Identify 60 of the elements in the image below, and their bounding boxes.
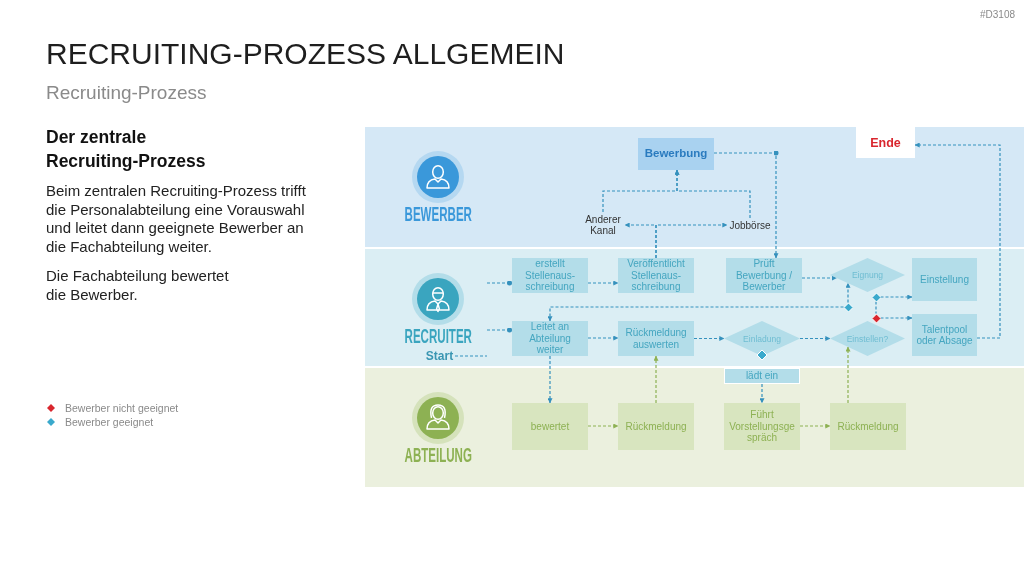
diamond-marker-icon [757,350,767,360]
arrow [879,315,913,321]
flow-tag: lädt ein [724,368,800,384]
flow-label: Anderer Kanal [581,212,625,238]
arrow [674,169,751,219]
diamond-marker-icon [871,313,881,323]
decision-diamond: Eignung [830,258,905,292]
end-box: Ende [856,127,915,158]
arrow [845,346,851,404]
decision-diamond: Einladung [724,321,800,356]
legend-label: Bewerber geeignet [65,416,154,428]
arrow [653,355,659,404]
subtitle: Recruiting-Prozess [46,82,207,104]
arrow [801,275,838,281]
decision-diamond: Einstellen? [830,321,905,356]
arrow [547,355,553,404]
body-text: Beim zentralen Recruiting-Prozess trifft die Personalabteilung eine Vorauswahl und leitet dann geeignete Bewerber an die Fachabteilung weiter. [46,182,307,257]
slide-title: RECRUITING-PROZESS ALLGEMEIN [46,36,565,72]
arrow [587,423,619,429]
arrow [655,222,728,259]
process-box: Einstellung [912,258,977,301]
swimlane [365,249,1024,366]
arrow [759,383,765,404]
arrow [799,336,831,341]
flow-label: Jobbörse [727,218,773,232]
arrow [799,423,831,429]
process-box: erstellt Stellenaus- schreibung [512,258,588,293]
arrow [587,335,619,341]
swimlane [365,368,1024,487]
lane-label: ABTEILUNG [404,446,472,464]
arrow [587,280,619,286]
arrow [845,282,851,304]
slide-code: #D3108 [979,9,1015,20]
process-box: Bewerbung [638,138,714,170]
arrow [914,142,1001,339]
start-label: Start [424,348,455,364]
diamond-marker-icon [843,302,853,312]
connector-line [454,355,488,357]
process-box: Rückmeldung [830,403,906,450]
process-box: Führt Vorstellungsge spräch [724,403,800,450]
process-box: Rückmeldung auswerten [618,321,694,356]
swimlane [365,127,1024,247]
lane-label: RECRUITER [404,327,472,345]
arrow [693,336,725,341]
arrow [547,306,845,322]
dot-connector [486,327,513,333]
arrow [879,294,913,300]
process-box: Veröffentlicht Stellenaus- schreibung [618,258,694,293]
body-text: Die Fachabteilung bewertet die Bewerber. [46,267,230,305]
connector-line [875,300,877,315]
lane-label: BEWERBER [404,205,472,223]
dot-connector [486,280,513,286]
arrow [713,151,779,259]
process-box: bewertet [512,403,588,450]
process-box: Rückmeldung [618,403,694,450]
process-box: Prüft Bewerbung / Bewerber [726,258,802,293]
process-box: Leitet an Abteilung weiter [512,321,588,356]
legend-label: Bewerber nicht geeignet [65,402,179,414]
section-heading: Der zentrale Recruiting-Prozess [46,126,207,173]
process-box: Talentpool oder Absage [912,314,977,356]
